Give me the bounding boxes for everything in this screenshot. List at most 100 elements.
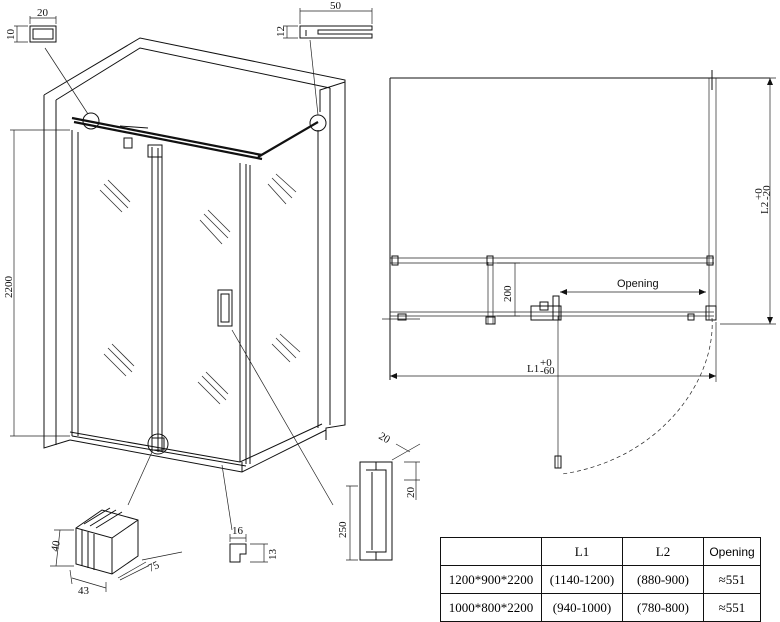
profile-height-dim	[14, 25, 28, 43]
handle-20-width-label: 20	[405, 487, 417, 499]
table-row: 1200*900*2200 (1140-1200) (880-900) ≈551	[440, 565, 761, 594]
height-dimension-lines	[10, 129, 70, 437]
plan-support-bar	[487, 262, 494, 324]
table-cell: (880-900)	[622, 565, 704, 594]
plan-l1-tol-top: +0	[540, 357, 552, 369]
plan-hinge-knob	[539, 301, 549, 311]
profile-detail-top-right: 50 12	[275, 0, 373, 39]
plan-right-wall	[708, 78, 717, 320]
hinge-plates	[81, 530, 95, 570]
wall-top-inner	[55, 47, 331, 101]
table-header-cell: Opening	[703, 537, 761, 566]
rail-bracket	[119, 125, 149, 129]
detail-circle-hinge	[147, 433, 169, 455]
table-row: 1000*800*2200 (940-1000) (780-800) ≈551	[440, 593, 761, 622]
wall-top-outline	[43, 37, 346, 112]
plan-rail-end-left	[391, 255, 399, 266]
handle-detail: 250 20 20	[337, 430, 421, 561]
table-header-cell: L1	[541, 537, 623, 566]
plan-rail-top	[390, 257, 714, 264]
hinge-75-label: 75	[146, 559, 161, 575]
leader-hinge	[127, 451, 153, 506]
hinge-plates-top	[83, 507, 123, 529]
profile-rect-inner	[32, 28, 54, 40]
top-rail-side	[257, 121, 319, 158]
hinge-75-dim	[119, 551, 183, 581]
size-spec-table: L1 L2 Opening 1200*900*2200 (1140-1200) …	[440, 537, 761, 622]
table-cell: 1200*900*2200	[440, 565, 542, 594]
door-handle-inner	[220, 293, 230, 323]
top-rail	[71, 116, 263, 157]
profile-width-dim	[29, 16, 57, 24]
plan-l1-tol-bottom: -60	[540, 365, 555, 377]
plan-200-dim	[497, 262, 520, 317]
plan-l2-dim	[720, 77, 776, 325]
plan-opening-label: Opening	[617, 278, 659, 290]
plan-l2-label: L2	[759, 202, 771, 214]
bottom-profile-detail: 16 13	[229, 525, 279, 563]
plan-l1-dim	[390, 322, 717, 382]
handle-20-dims	[391, 443, 421, 500]
rail-clamp-2	[123, 137, 133, 149]
leader-top-left	[44, 47, 89, 115]
wall-left-edge	[43, 95, 71, 449]
profile-12-dim	[283, 25, 298, 39]
plan-wall-block	[397, 313, 407, 321]
hinge-40-dim	[50, 529, 74, 567]
handle-bar	[366, 469, 387, 553]
table-cell: ≈551	[703, 565, 761, 594]
profile-12-label: 12	[275, 26, 287, 37]
wall-right-edge	[325, 82, 346, 440]
leader-bottom	[221, 464, 233, 531]
hinge-edges	[75, 519, 139, 574]
plan-200-label: 200	[502, 285, 514, 302]
profile-height-label: 10	[5, 29, 17, 41]
profile-50-label: 50	[330, 0, 342, 12]
plan-hinge-block	[530, 305, 562, 321]
profile-u-shape	[299, 25, 373, 39]
bottom-13-dim	[250, 543, 268, 563]
plan-handle	[552, 295, 560, 321]
plan-rail-mid	[486, 255, 494, 266]
bottom-profile-shape	[229, 543, 247, 563]
table-cell: (940-1000)	[541, 593, 623, 622]
profile-width-label: 20	[37, 7, 49, 19]
plan-door-end	[554, 455, 562, 469]
table-header-cell: L2	[622, 537, 704, 566]
profile-rect-outer	[29, 25, 57, 43]
plan-right-end	[705, 305, 717, 321]
table-cell: (1140-1200)	[541, 565, 623, 594]
tray-top	[69, 423, 323, 463]
table-header-cell	[440, 537, 542, 566]
plan-door-swing-arc	[561, 317, 713, 475]
profile-detail-top-left: 20 10	[5, 7, 57, 43]
hinge-40-label: 40	[49, 539, 63, 552]
hinge-75-dim-a	[117, 561, 147, 579]
hinge-mark	[151, 437, 165, 451]
hinge-43-dim	[69, 569, 107, 592]
top-rail-lower	[73, 120, 263, 161]
door-bottom	[71, 435, 247, 467]
table-cell: 1000*800*2200	[440, 593, 542, 622]
plan-view: Opening 200 L1 +0 -60 L2 +0 -20	[382, 70, 776, 475]
plan-glass-front	[390, 311, 714, 317]
leader-handle	[231, 329, 334, 506]
bottom-13-label: 13	[267, 549, 279, 561]
handle-250-label: 250	[337, 521, 349, 538]
plan-l1-label: L1	[527, 363, 539, 375]
handle-250-dim	[346, 485, 358, 561]
profile-50-dim	[299, 8, 373, 24]
hinge-43-label: 43	[78, 585, 90, 597]
leader-top-right	[309, 39, 319, 116]
detail-circle-top-left	[82, 112, 100, 130]
bottom-16-label: 16	[232, 525, 244, 537]
hinge-detail: 40 43 75	[49, 507, 183, 597]
plan-corner-block	[687, 313, 695, 321]
table-cell: (780-800)	[622, 593, 704, 622]
handle-back	[359, 461, 393, 561]
rail-clamp	[147, 144, 163, 158]
plan-support-foot	[485, 316, 496, 325]
plan-l2-tol-top: +0	[753, 188, 765, 200]
table-cell: ≈551	[703, 593, 761, 622]
